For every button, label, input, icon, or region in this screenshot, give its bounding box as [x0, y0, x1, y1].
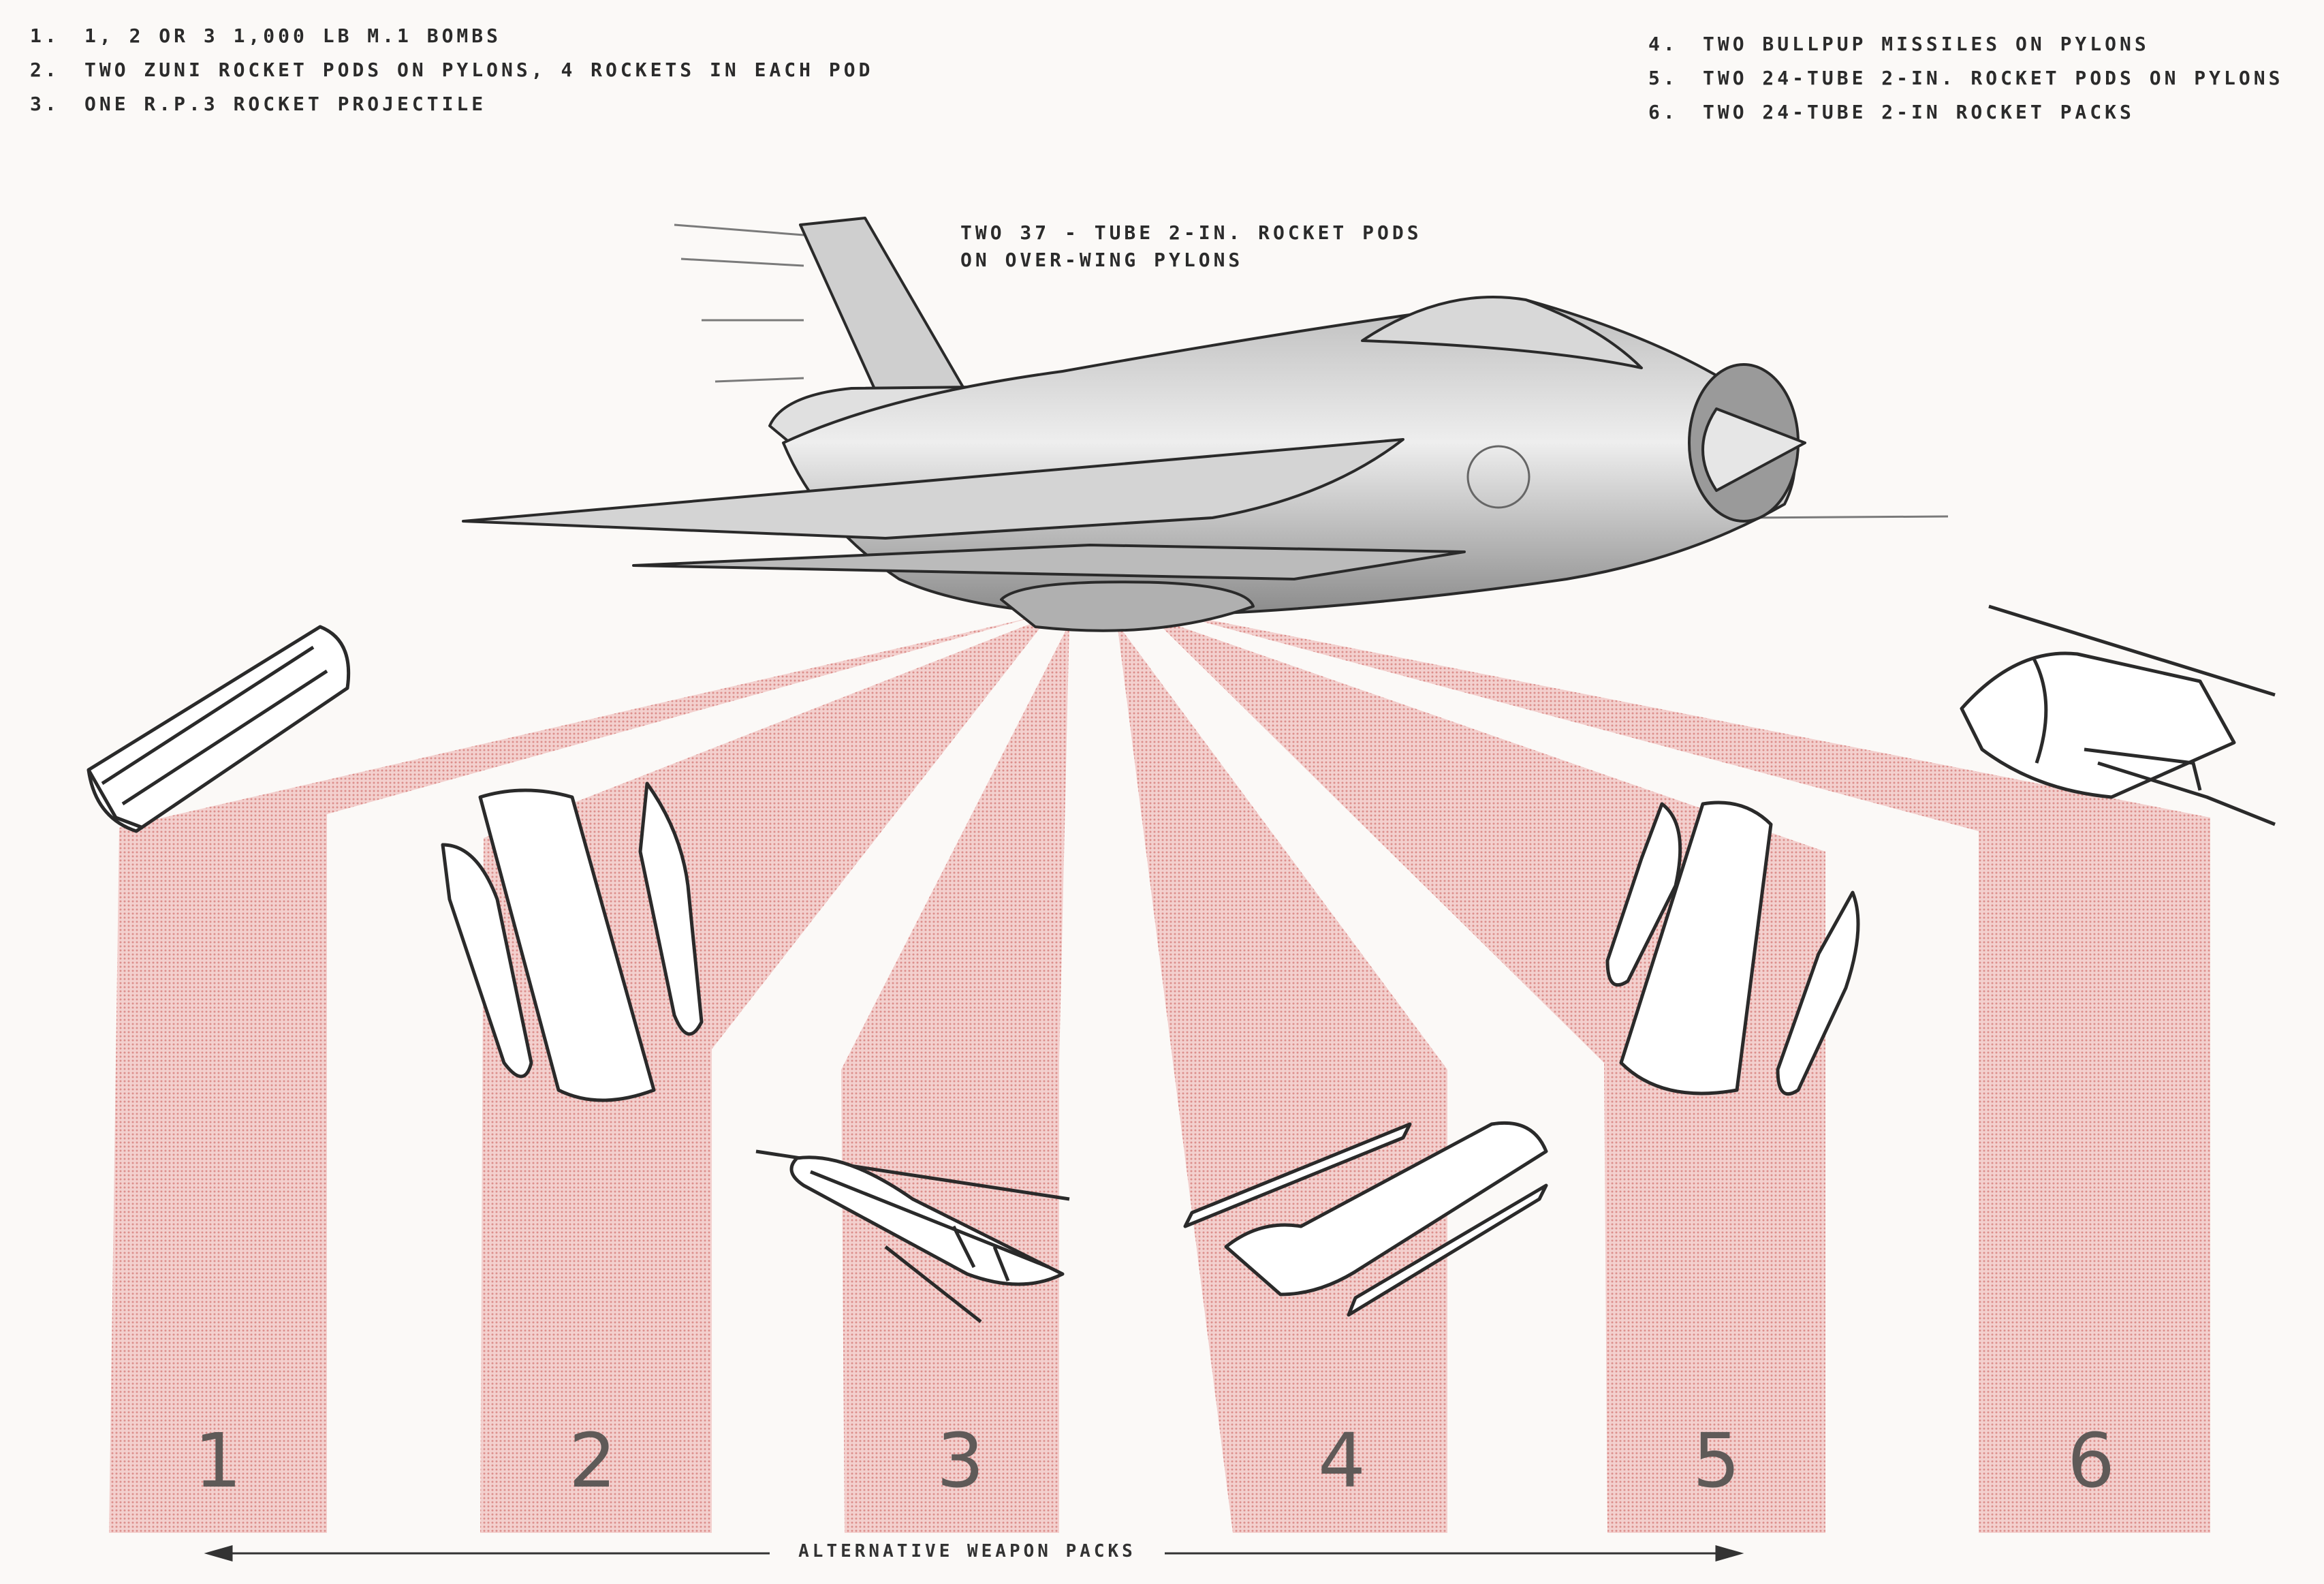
beam-6 [1158, 610, 2210, 1533]
panel-number-1: 1 [194, 1417, 242, 1504]
panel-number-2: 2 [569, 1417, 616, 1504]
beam-group [109, 610, 2210, 1533]
overwing-callout: TWO 37 - TUBE 2-IN. ROCKET PODS ON OVER-… [960, 219, 1422, 274]
weapon-pack-2-zuni-pods [441, 781, 704, 1102]
legend-item-1: 1.1, 2 OR 3 1,000 LB M.1 BOMBS [30, 25, 502, 47]
panel-number-6: 6 [2067, 1417, 2115, 1504]
aircraft-canopy [1361, 296, 1643, 369]
aircraft-roundel [1466, 445, 1530, 509]
bottom-arrow [204, 1545, 1744, 1562]
aircraft-nose-cone [1701, 407, 1806, 492]
alternative-weapon-packs-label: ALTERNATIVE WEAPON PACKS [798, 1541, 1136, 1562]
ventral-pack [1000, 580, 1255, 632]
beam-1 [109, 617, 1035, 1533]
panel-number-3: 3 [937, 1417, 984, 1504]
legend-item-3: 3.ONE R.P.3 ROCKET PROJECTILE [30, 93, 487, 115]
panel-number-5: 5 [1693, 1417, 1740, 1504]
legend-left: 1.1, 2 OR 3 1,000 LB M.1 BOMBS 2.TWO ZUN… [30, 19, 873, 121]
callout-line-1: TWO 37 - TUBE 2-IN. ROCKET PODS [960, 221, 1422, 244]
legend-item-4: 4.TWO BULLPUP MISSILES ON PYLONS [1648, 33, 2150, 55]
beam-2 [480, 617, 1049, 1533]
aircraft-illustration [462, 217, 1949, 632]
weapon-pack-3-rp3-rocket [755, 1149, 1070, 1323]
legend-item-6: 6.TWO 24-TUBE 2-IN ROCKET PACKS [1648, 101, 2135, 123]
aircraft-tail [799, 217, 965, 407]
panel-number-4: 4 [1318, 1417, 1366, 1504]
weapon-pack-drawings [87, 604, 2276, 1323]
aircraft-underwing [632, 544, 1466, 580]
legend-right: 4.TWO BULLPUP MISSILES ON PYLONS 5.TWO 2… [1648, 27, 2283, 129]
legend-item-2: 2.TWO ZUNI ROCKET PODS ON PYLONS, 4 ROCK… [30, 59, 874, 81]
weapon-pack-6-rocket-packs [1960, 604, 2276, 826]
aircraft-wing [462, 438, 1404, 540]
legend-item-5: 5.TWO 24-TUBE 2-IN. ROCKET PODS ON PYLON… [1648, 67, 2284, 89]
beam-3 [841, 623, 1069, 1533]
weapon-pack-1-bombs [87, 625, 351, 833]
weapon-pack-4-bullpup-missiles [1183, 1121, 1548, 1317]
weapon-pack-5-rocket-pods [1605, 801, 1860, 1096]
callout-line-2: ON OVER-WING PYLONS [960, 249, 1244, 271]
